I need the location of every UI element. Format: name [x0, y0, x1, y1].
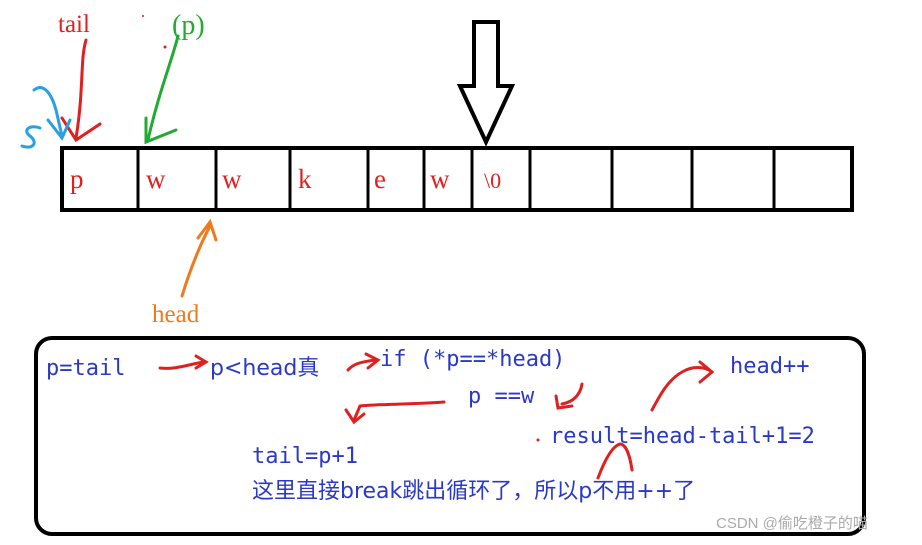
flow-arrow-4 — [344, 400, 446, 425]
code-p-eq-tail: p=tail — [46, 356, 126, 381]
flow-arrow-1 — [158, 354, 209, 370]
flow-arrow-3 — [554, 382, 584, 410]
watermark: CSDN @偷吃橙子的喵 — [716, 515, 868, 532]
array-cell-4: e — [374, 164, 386, 194]
flow-arrow-2 — [346, 352, 381, 372]
blue-s-icon — [20, 125, 42, 149]
array-dividers — [136, 148, 776, 210]
red-dot-3 — [536, 438, 540, 442]
array-cell-1: w — [146, 164, 166, 194]
code-tail-eq: tail=p+1 — [252, 444, 358, 469]
red-dot-2 — [142, 15, 144, 17]
array-cell-5: w — [430, 164, 450, 194]
array-outline — [60, 146, 854, 212]
flow-arrow-6 — [596, 442, 634, 480]
code-if-cond: if (*p==*head) — [380, 347, 566, 372]
code-p-eq-w: p ==w — [468, 384, 535, 409]
head-label: head — [152, 301, 200, 328]
p-arrow — [144, 34, 180, 145]
array-cell-2: w — [222, 164, 242, 194]
big-down-arrow — [456, 20, 516, 147]
p-label: (p) — [172, 10, 205, 41]
code-p-lt-head: p<head真 — [210, 356, 320, 381]
head-arrow — [180, 218, 218, 298]
code-head-inc: head++ — [730, 354, 810, 379]
code-box — [34, 336, 866, 536]
array-cell-3: k — [298, 164, 312, 194]
flow-arrow-5 — [650, 360, 715, 412]
code-note: 这里直接break跳出循环了，所以p不用++了 — [252, 479, 696, 504]
array-cell-0: p — [70, 164, 84, 194]
red-dot — [163, 45, 167, 49]
tail-label: tail — [58, 11, 90, 38]
array-cell-6: \0 — [484, 168, 502, 193]
code-result: result=head-tail+1=2 — [550, 424, 815, 449]
blue-sketch-arrow — [32, 86, 72, 141]
